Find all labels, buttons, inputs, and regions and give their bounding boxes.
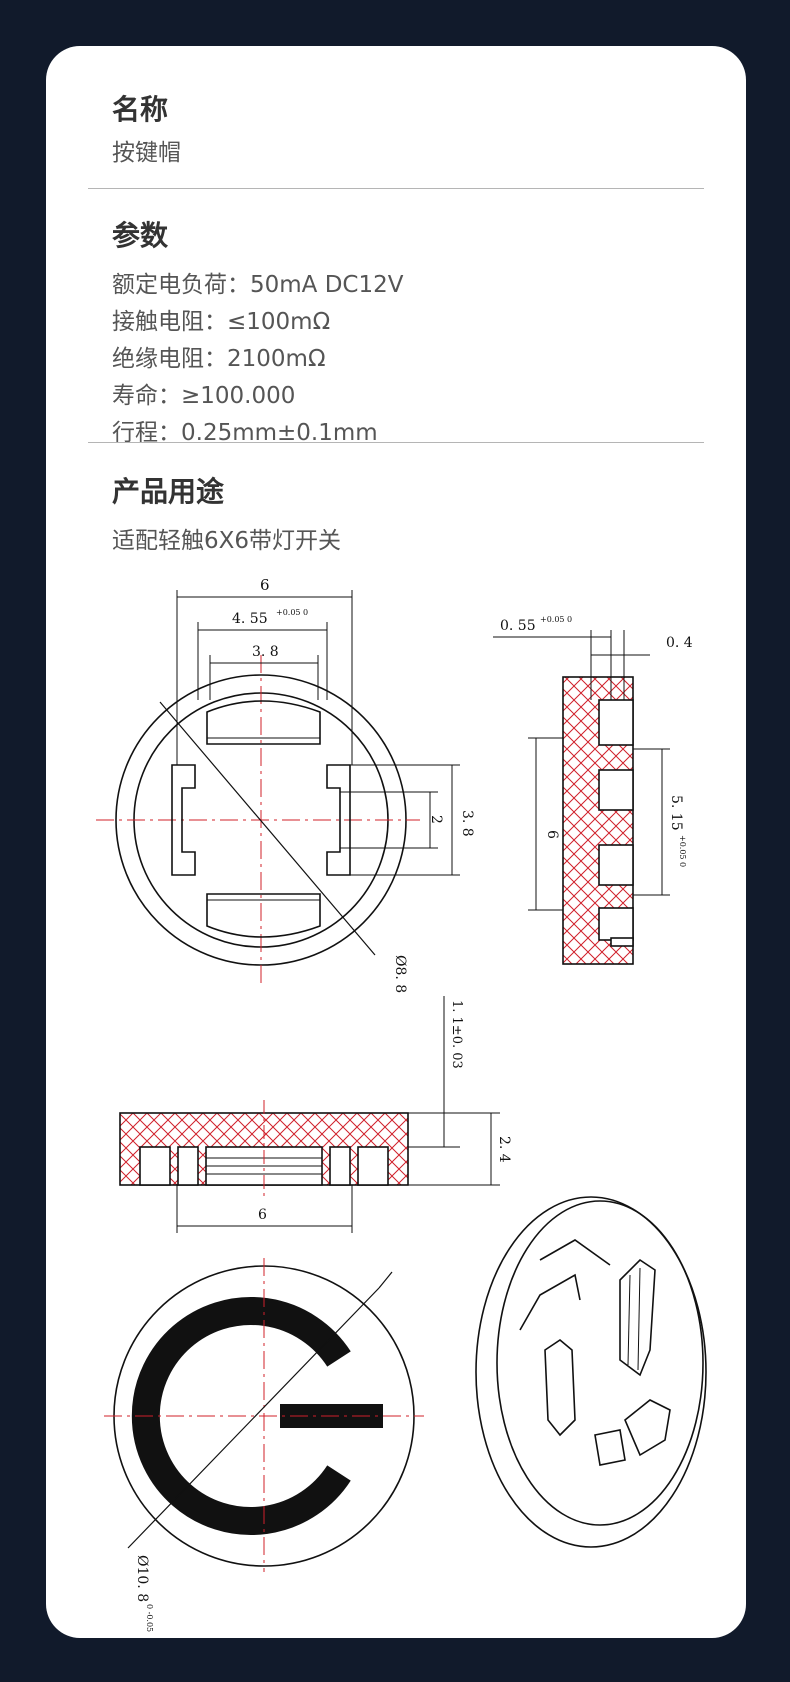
params-section-title: 参数 [112, 219, 169, 252]
dim-logo-diameter-tol: 0 -0.05 [145, 1604, 154, 1632]
divider [88, 188, 704, 189]
dim-side-top: 0. 55 [500, 618, 536, 634]
dim-right-small: 2 [428, 815, 444, 824]
top-view [96, 590, 460, 985]
divider [88, 442, 704, 443]
dim-logo-diameter: Ø10. 8 [134, 1555, 150, 1602]
dim-section-width: 6 [258, 1207, 267, 1223]
dim-section-small: 1. 1±0. 03 [449, 1000, 464, 1069]
dim-side-height-right: 5. 15 [668, 795, 684, 831]
logo-view [104, 1258, 424, 1572]
param-travel: 行程：0.25mm±0.1mm [112, 420, 378, 446]
dim-right-height: 3. 8 [459, 810, 475, 837]
dim-diameter: Ø8. 8 [392, 955, 408, 993]
dim-top-width: 6 [260, 576, 270, 594]
name-section-title: 名称 [112, 93, 169, 126]
usage-value: 适配轻触6X6带灯开关 [112, 528, 342, 554]
dim-section-height: 2. 4 [496, 1136, 512, 1163]
dim-side-height-left: 6 [544, 830, 560, 839]
side-section-view [493, 630, 670, 965]
dim-top-inner: 4. 55 [232, 611, 268, 627]
param-contact-resistance: 接触电阻：≤100mΩ [112, 309, 331, 335]
param-insulation-resistance: 绝缘电阻：2100mΩ [112, 346, 326, 372]
dim-top-inner-tol: +0.05 0 [276, 608, 308, 617]
front-section-view [119, 996, 500, 1233]
dim-side-top-tol: +0.05 0 [540, 615, 572, 624]
spec-card: 名称 按键帽 参数 额定电负荷：50mA DC12V 接触电阻：≤100mΩ 绝… [46, 46, 746, 1638]
perspective-view [475, 1196, 707, 1548]
param-life: 寿命：≥100.000 [112, 383, 296, 409]
name-value: 按键帽 [112, 140, 181, 166]
dim-top-small: 3. 8 [252, 644, 279, 660]
technical-drawing: 6 4. 55 +0.05 0 3. 8 3. 8 2 Ø8. 8 [96, 576, 707, 1632]
usage-section-title: 产品用途 [112, 475, 225, 508]
dim-side-height-right-tol: +0.05 0 [678, 835, 687, 867]
param-rated-load: 额定电负荷：50mA DC12V [112, 272, 404, 298]
dim-side-top-right: 0. 4 [666, 635, 693, 651]
